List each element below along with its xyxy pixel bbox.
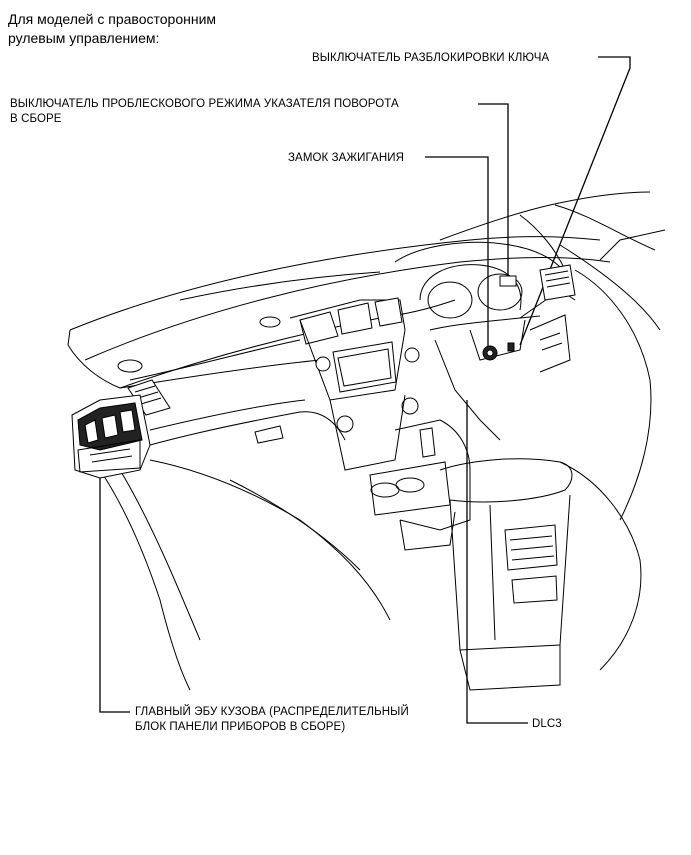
callout-ignition-lock: ЗАМОК ЗАЖИГАНИЯ bbox=[288, 152, 405, 164]
key-unlock-switch-part bbox=[507, 342, 515, 352]
center-vent-left bbox=[299, 311, 339, 345]
callout-key-unlock-switch: ВЫКЛЮЧАТЕЛЬ РАЗБЛОКИРОВКИ КЛЮЧА bbox=[312, 52, 550, 64]
callout-turn-signal-flasher-line-1: ВЫКЛЮЧАТЕЛЬ ПРОБЛЕСКОВОГО РЕЖИМА УКАЗАТЕ… bbox=[10, 98, 399, 110]
diagram-heading: Для моделей с правосторонним рулевым упр… bbox=[8, 10, 216, 48]
callout-turn-signal-flasher: ВЫКЛЮЧАТЕЛЬ ПРОБЛЕСКОВОГО РЕЖИМА УКАЗАТЕ… bbox=[10, 97, 399, 127]
center-stack bbox=[289, 297, 420, 471]
lower-left-knob bbox=[336, 415, 354, 433]
rear-console-tray bbox=[511, 575, 558, 604]
heading-line-2: рулевым управлением: bbox=[8, 30, 160, 46]
left-knob bbox=[315, 356, 331, 372]
glovebox-handle bbox=[254, 425, 284, 444]
dashboard-top bbox=[67, 299, 456, 416]
leader-key-unlock-switch bbox=[519, 56, 631, 346]
heading-line-1: Для моделей с правосторонним bbox=[8, 11, 217, 27]
center-speaker-grille bbox=[259, 316, 281, 328]
left-speaker-grille bbox=[117, 359, 143, 373]
main-body-ecu-part bbox=[71, 394, 151, 479]
leader-turn-signal-flasher bbox=[478, 103, 509, 278]
leader-dlc3 bbox=[466, 400, 528, 724]
callout-dlc3: DLC3 bbox=[532, 718, 562, 730]
center-tunnel bbox=[369, 419, 471, 551]
gear-shift-knob bbox=[419, 427, 436, 458]
leader-ignition-lock bbox=[425, 156, 489, 350]
lower-right-knob bbox=[401, 397, 419, 415]
callout-main-body-ecu-line-1: ГЛАВНЫЙ ЭБУ КУЗОВА (РАСПРЕДЕЛИТЕЛЬНЫЙ bbox=[135, 706, 409, 718]
center-vent-right bbox=[374, 297, 403, 327]
callout-main-body-ecu-line-2: БЛОК ПАНЕЛИ ПРИБОРОВ В СБОРЕ) bbox=[135, 721, 346, 733]
rear-console bbox=[439, 458, 642, 691]
leader-lines bbox=[99, 56, 631, 724]
windshield-frame bbox=[69, 191, 666, 521]
right-side-vent bbox=[539, 264, 576, 301]
callout-main-body-ecu: ГЛАВНЫЙ ЭБУ КУЗОВА (РАСПРЕДЕЛИТЕЛЬНЫЙ БЛ… bbox=[135, 705, 409, 735]
center-display bbox=[337, 302, 373, 335]
instrument-cluster bbox=[394, 241, 576, 441]
leader-main-body-ecu bbox=[99, 470, 130, 713]
right-knob bbox=[404, 347, 420, 363]
callout-turn-signal-flasher-line-2: В СБОРЕ bbox=[10, 113, 62, 125]
rear-vent bbox=[504, 524, 558, 571]
turn-signal-flasher-part bbox=[499, 275, 517, 287]
